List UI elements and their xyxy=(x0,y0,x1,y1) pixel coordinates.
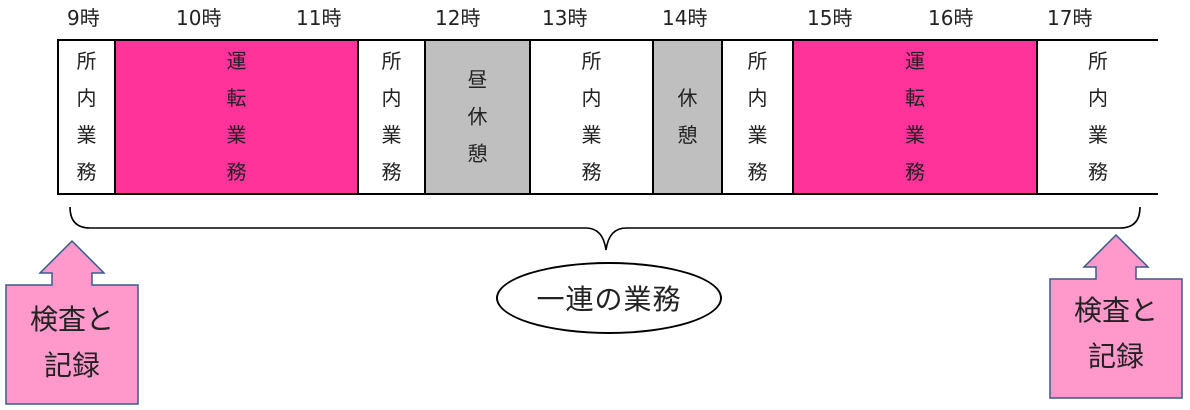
segment-label: 所 内 業 務 xyxy=(76,49,97,184)
segment-label: 運 転 業 務 xyxy=(226,49,247,184)
series-label: 一連の業務 xyxy=(536,283,682,316)
segment-label: 昼 休 憩 xyxy=(467,67,488,166)
right-callout: 検査と 記録 xyxy=(1048,232,1184,400)
segment-label: 所 内 業 務 xyxy=(747,49,768,184)
up-arrow-callout-shape xyxy=(5,239,139,405)
work-timeline: 所 内 業 務 運 転 業 務 所 内 業 務 昼 休 憩 所 内 業 務 休 … xyxy=(57,39,1158,195)
up-arrow-callout-shape xyxy=(1049,233,1183,399)
hour-label-11: 11時 xyxy=(296,6,342,30)
hour-label-17: 17時 xyxy=(1047,6,1093,30)
callout-text-line1: 検査と xyxy=(1073,294,1158,327)
segment-label: 所 内 業 務 xyxy=(1088,49,1108,184)
segment-driving-work-1: 運 転 業 務 xyxy=(116,41,359,193)
hour-label-12: 12時 xyxy=(435,6,481,30)
callout-text-line1: 検査と xyxy=(29,303,114,336)
hour-label-9: 9時 xyxy=(67,6,100,30)
segment-label: 休 憩 xyxy=(677,86,698,147)
callout-text-line2: 記録 xyxy=(43,349,100,382)
segment-break: 休 憩 xyxy=(654,41,723,193)
hour-label-10: 10時 xyxy=(176,6,222,30)
callout-text-line2: 記録 xyxy=(1087,340,1144,373)
hour-label-15: 15時 xyxy=(807,6,853,30)
segment-office-work-1: 所 内 業 務 xyxy=(59,41,116,193)
segment-label: 所 内 業 務 xyxy=(381,49,402,184)
segment-office-work-5: 所 内 業 務 xyxy=(1038,41,1158,193)
segment-office-work-3: 所 内 業 務 xyxy=(531,41,654,193)
segment-lunch-break: 昼 休 憩 xyxy=(426,41,531,193)
left-callout: 検査と 記録 xyxy=(4,238,140,406)
segment-office-work-2: 所 内 業 務 xyxy=(359,41,426,193)
segment-office-work-4: 所 内 業 務 xyxy=(723,41,794,193)
segment-driving-work-2: 運 転 業 務 xyxy=(794,41,1038,193)
segment-label: 運 転 業 務 xyxy=(905,49,925,184)
hour-label-14: 14時 xyxy=(662,6,708,30)
hour-label-16: 16時 xyxy=(928,6,974,30)
series-label-oval: 一連の業務 xyxy=(496,262,722,334)
hour-label-13: 13時 xyxy=(542,6,588,30)
segment-label: 所 内 業 務 xyxy=(581,49,602,184)
